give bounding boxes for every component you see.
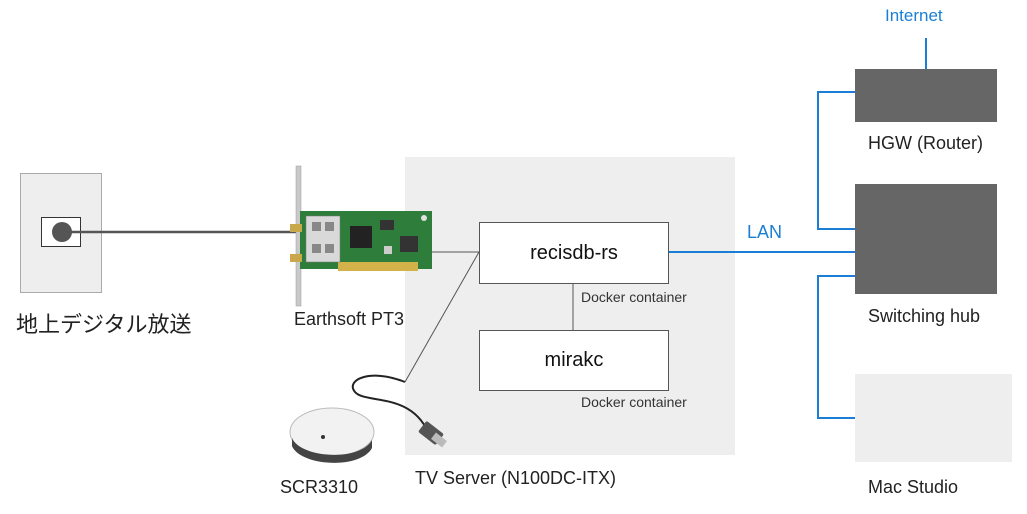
usb-card-reader-icon [289,374,447,463]
antenna-outlet-icon [20,173,102,293]
lan-label: LAN [747,222,783,242]
tv-server-label: TV Server (N100DC-ITX) [415,468,617,488]
switch-to-mac-line [817,275,855,419]
mirakc-label: mirakc [544,349,604,371]
earthsoft-pt3-label: Earthsoft PT3 [294,309,405,329]
tv-server-area [405,157,735,455]
recisdb-rs-label: recisdb-rs [530,241,618,264]
scr3310-label: SCR3310 [280,477,359,497]
mac-studio-device [855,374,1012,462]
scr-to-recisdb-line [404,251,480,383]
mirakc-box: mirakc [479,330,669,391]
docker-container-label-1: Docker container [581,289,687,305]
hgw-to-switch-line [817,91,855,230]
coax-connector [52,222,72,242]
hgw-router-device [855,69,997,122]
switching-hub-label: Switching hub [868,306,981,326]
pcie-tuner-card-icon [290,165,432,307]
docker-container-label-2: Docker container [581,394,687,410]
mac-studio-label: Mac Studio [868,477,959,497]
recisdb-rs-box: recisdb-rs [479,222,669,284]
switching-hub-device [855,184,997,294]
internet-label: Internet [885,6,943,25]
terrestrial-broadcast-label: 地上デジタル放送 [16,312,192,337]
hgw-label: HGW (Router) [868,133,984,153]
